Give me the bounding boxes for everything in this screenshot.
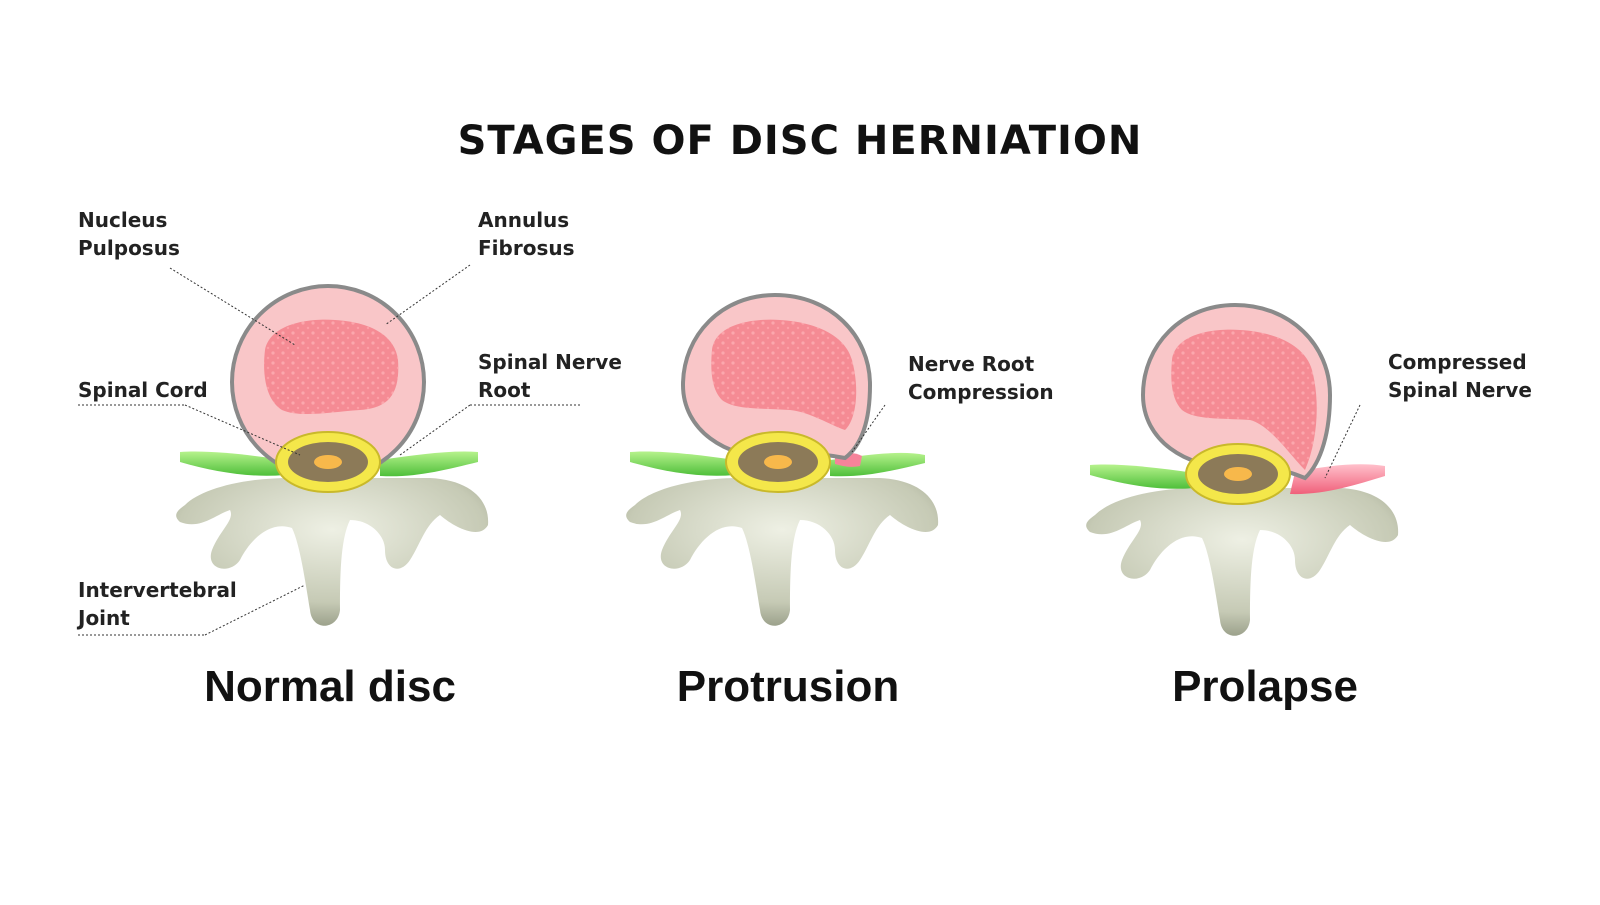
nucleus-texture	[264, 319, 399, 415]
leader-compressed	[1324, 404, 1361, 479]
left-nerve-root	[630, 451, 735, 476]
stage-name-protrusion: Protrusion	[676, 662, 900, 711]
vertebra-body	[176, 478, 489, 626]
protrusion-illustration	[626, 292, 939, 626]
stage-name-prolapse: Prolapse	[1172, 662, 1358, 711]
leader-spinal-cord-2	[184, 404, 301, 456]
label-nucleus-pulposus: Nucleus Pulposus	[78, 208, 180, 260]
label-compressed-spinal-nerve: Compressed Spinal Nerve	[1388, 350, 1532, 402]
leader-nucleus	[169, 267, 296, 346]
compressed-spinal-nerve	[1290, 464, 1385, 495]
vertebra-body	[1086, 488, 1399, 636]
leader-lines-protrusion	[851, 404, 886, 453]
label-intervertebral-joint: Intervertebral Joint	[78, 578, 237, 630]
label-annulus-fibrosus: Annulus Fibrosus	[478, 208, 575, 260]
leader-joint-2	[204, 584, 306, 636]
prolapse-illustration	[1086, 302, 1399, 636]
right-nerve-root	[380, 451, 478, 477]
label-spinal-cord: Spinal Cord	[78, 378, 208, 402]
diagram-title: STAGES OF DISC HERNIATION	[457, 118, 1143, 164]
left-nerve-root	[1090, 464, 1195, 489]
label-nerve-root-compression: Nerve Root Compression	[908, 352, 1054, 404]
leader-lines-prolapse	[1324, 404, 1361, 479]
normal-disc-illustration	[176, 284, 489, 626]
spinal-cord-center	[764, 455, 792, 469]
spinal-cord-center	[1224, 467, 1252, 481]
nucleus-texture	[1171, 329, 1317, 470]
leader-lines-normal	[78, 264, 580, 636]
label-spinal-nerve-root: Spinal Nerve Root	[478, 350, 622, 402]
leader-annulus	[384, 264, 471, 326]
nucleus-texture	[711, 319, 857, 430]
vertebra-body	[626, 478, 939, 626]
stage-name-normal-disc: Normal disc	[204, 662, 456, 711]
spinal-cord-center	[314, 455, 342, 469]
leader-compression	[851, 404, 886, 453]
left-nerve-root	[180, 451, 285, 476]
